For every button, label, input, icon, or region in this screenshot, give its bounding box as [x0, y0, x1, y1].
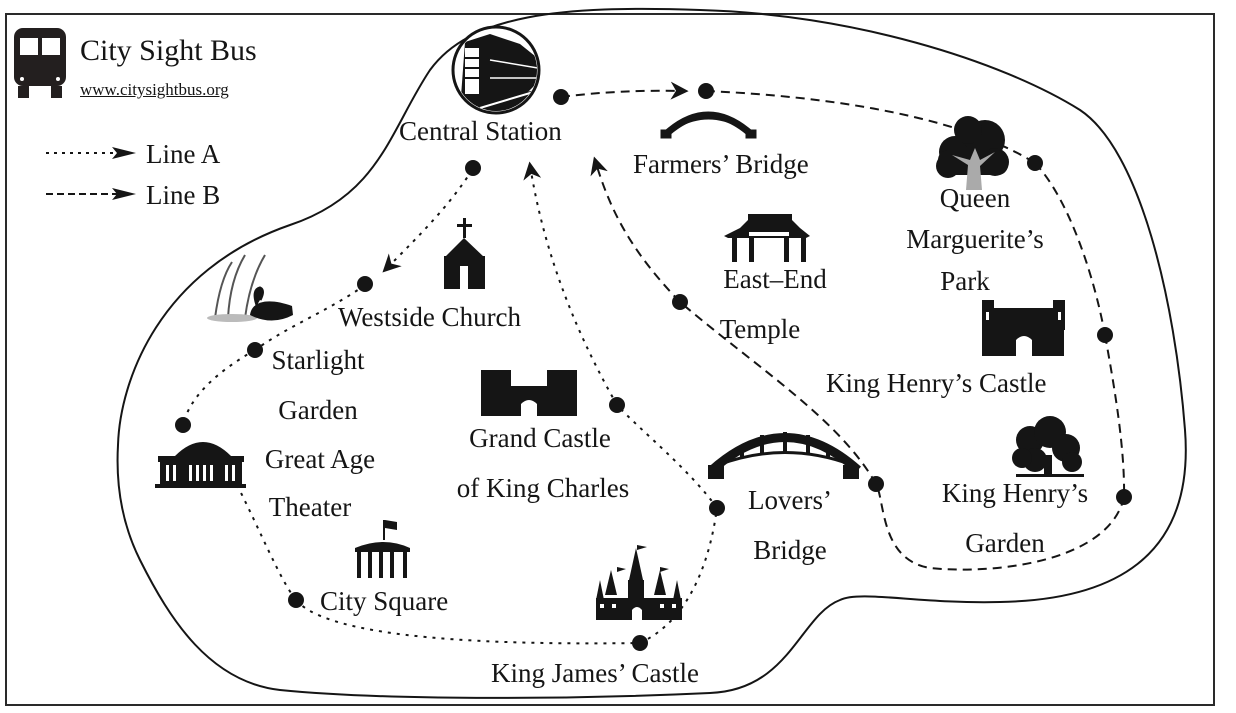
label-lovers-bridge-1[interactable]: Lovers’: [748, 485, 832, 515]
map-frame: [5, 13, 1215, 706]
label-central-station[interactable]: Central Station: [399, 116, 562, 146]
label-starlight-garden-1[interactable]: Starlight: [271, 345, 365, 375]
label-king-henrys-garden-2[interactable]: Garden: [965, 528, 1045, 558]
label-great-age-theater-2[interactable]: Theater: [268, 492, 352, 522]
line-a-route: [182, 161, 718, 645]
castle-icon: [982, 300, 1065, 356]
label-grand-castle-2[interactable]: of King Charles: [456, 473, 630, 503]
flag-building-icon: [355, 520, 410, 578]
legend-line-b: Line B: [146, 180, 221, 210]
city-boundary: [116, 7, 1187, 699]
stop-dot[interactable]: [672, 294, 688, 310]
train-icon: [451, 25, 541, 115]
stop-dot[interactable]: [1097, 327, 1113, 343]
stop-dot[interactable]: [288, 592, 304, 608]
oak-tree-icon: [1012, 416, 1084, 477]
tree-icon: [936, 116, 1009, 190]
label-queen-marguerites-park-1[interactable]: Queen: [939, 183, 1011, 213]
label-king-james-castle[interactable]: King James’ Castle: [491, 658, 699, 688]
theater-icon: [155, 442, 246, 488]
stop-dot[interactable]: [465, 160, 481, 176]
church-icon: [444, 218, 485, 289]
bridge-icon: [660, 111, 757, 139]
label-great-age-theater-1[interactable]: Great Age: [264, 444, 376, 474]
label-east-end-temple-2[interactable]: Temple: [719, 314, 801, 344]
label-lovers-bridge-2[interactable]: Bridge: [753, 535, 827, 565]
website-link[interactable]: www.citysightbus.org: [80, 80, 229, 99]
stop-dot[interactable]: [553, 89, 569, 105]
label-king-henrys-castle[interactable]: King Henry’s Castle: [826, 368, 1047, 398]
label-farmers-bridge[interactable]: Farmers’ Bridge: [633, 149, 809, 179]
label-starlight-garden-2[interactable]: Garden: [278, 395, 358, 425]
stop-dot[interactable]: [1116, 489, 1132, 505]
label-westside-church[interactable]: Westside Church: [338, 302, 522, 332]
stop-dot[interactable]: [247, 342, 263, 358]
label-king-henrys-garden-1[interactable]: King Henry’s: [941, 478, 1089, 508]
swan-pond-icon: [207, 254, 293, 322]
fairytale-castle-icon: [596, 545, 682, 620]
stop-markers: [175, 83, 1132, 651]
temple-icon: [724, 214, 810, 262]
label-queen-marguerites-park-2[interactable]: Marguerite’s: [906, 224, 1044, 254]
stop-dot[interactable]: [175, 417, 191, 433]
line-b-route: [560, 81, 1126, 571]
bus-icon: [14, 28, 66, 98]
stop-dot[interactable]: [609, 397, 625, 413]
stop-dot[interactable]: [632, 635, 648, 651]
label-east-end-temple-1[interactable]: East–End: [723, 264, 827, 294]
label-city-square[interactable]: City Square: [320, 586, 449, 616]
app-title: City Sight Bus: [80, 34, 257, 67]
legend-line-a: Line A: [146, 139, 221, 169]
arch-bridge-icon: [708, 432, 861, 479]
label-grand-castle-1[interactable]: Grand Castle: [469, 423, 611, 453]
stop-dot[interactable]: [1027, 155, 1043, 171]
stop-dot[interactable]: [868, 476, 884, 492]
stop-dot[interactable]: [698, 83, 714, 99]
label-queen-marguerites-park-3[interactable]: Park: [940, 266, 990, 296]
dotted-arrow-icon: [46, 147, 136, 159]
stop-dot[interactable]: [709, 500, 725, 516]
stop-dot[interactable]: [357, 276, 373, 292]
fortress-icon: [481, 370, 577, 416]
dashed-arrow-icon: [46, 188, 136, 200]
